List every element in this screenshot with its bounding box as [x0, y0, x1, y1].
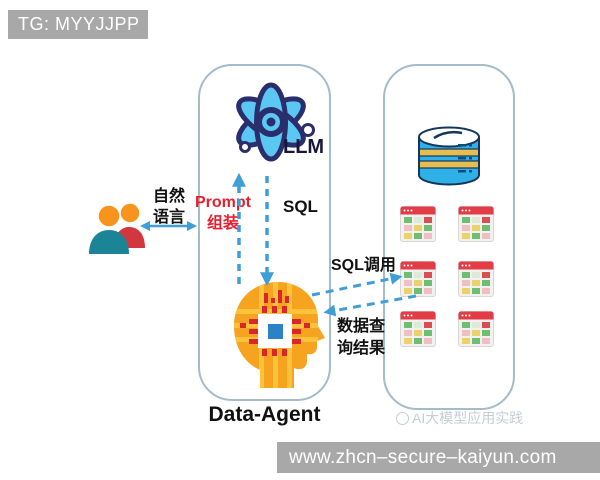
nl-line2: 语言: [152, 209, 185, 226]
query-result-label: 数据查 询结果: [335, 316, 387, 360]
natural-language-label: 自然 语言: [146, 186, 192, 228]
users-icon: [89, 202, 145, 254]
data-agent-caption: Data-Agent: [208, 403, 321, 426]
brain-chip-head-icon: [234, 282, 325, 388]
sql-call-label: SQL调用: [331, 257, 396, 274]
llm-label: LLM: [283, 136, 325, 158]
data-sources-container: [383, 64, 515, 410]
prompt-line1: Prompt: [195, 194, 251, 211]
result-line1: 数据查: [336, 318, 385, 335]
url-badge: www.zhcn–secure–kaiyun.com: [277, 442, 600, 473]
data-agent-container: [198, 64, 331, 401]
table-icon: [400, 261, 436, 297]
table-icon: [458, 206, 494, 242]
atom-icon: [236, 82, 315, 162]
result-line2: 询结果: [336, 340, 385, 357]
table-icon: [400, 206, 436, 242]
sql-label: SQL: [283, 197, 318, 216]
table-icon: [458, 261, 494, 297]
watermark-text: AI大模型应用实践: [412, 410, 524, 426]
table-icon: [400, 311, 436, 347]
tg-badge: TG: MYYJJPP: [8, 10, 148, 39]
nl-line1: 自然: [152, 188, 185, 205]
table-icon: [458, 311, 494, 347]
prompt-assembly-label: Prompt 组装: [188, 192, 258, 234]
tables-grid: [399, 205, 499, 350]
watermark-logo-icon: [396, 411, 409, 425]
watermark: AI大模型应用实践: [396, 408, 523, 428]
prompt-line2: 组装: [206, 215, 239, 232]
database-icon: [418, 126, 480, 186]
